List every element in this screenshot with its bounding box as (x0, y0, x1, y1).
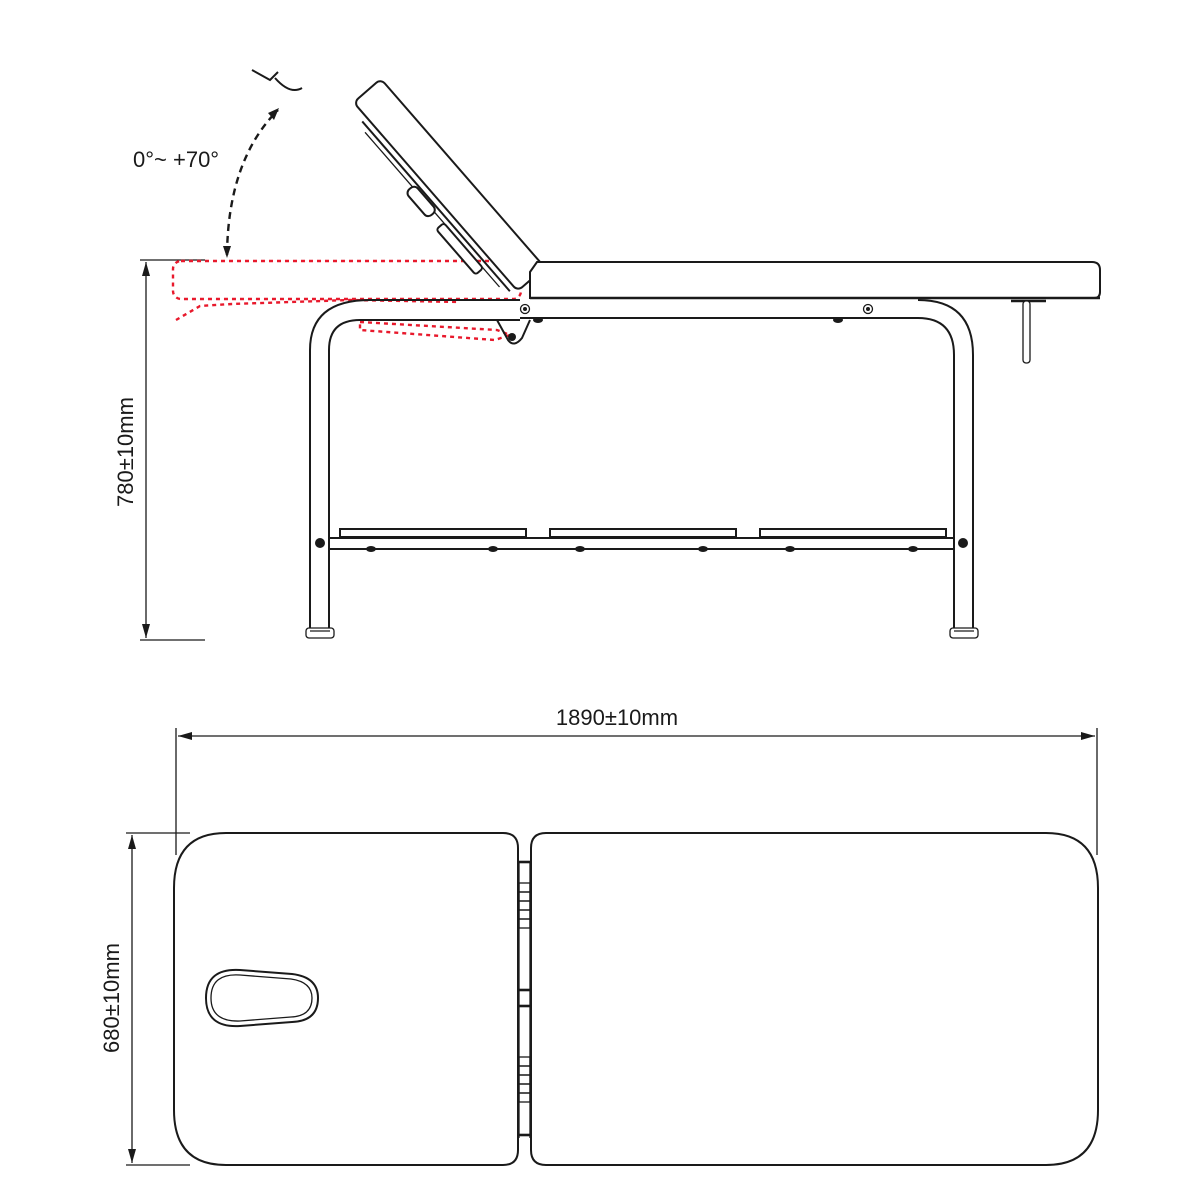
height-dimension: 780±10mm (113, 259, 205, 641)
hinge-strip (518, 860, 531, 1138)
height-label: 780±10mm (113, 397, 138, 507)
length-dimension: 1890±10mm (175, 705, 1098, 855)
main-pad-side (529, 261, 1101, 300)
right-leg (917, 299, 979, 639)
length-label: 1890±10mm (556, 705, 678, 730)
paper-holder (1011, 299, 1046, 364)
side-rail (360, 303, 918, 345)
body-section (530, 832, 1099, 1166)
angle-label: 0°~ +70° (133, 147, 219, 172)
side-view: 780±10mm 0°~ +70° (113, 69, 1101, 641)
width-label: 680±10mm (99, 943, 124, 1053)
release-handle (251, 69, 279, 82)
face-hole (204, 968, 320, 1028)
angle-indicator: 0°~ +70° (133, 108, 279, 258)
width-dimension: 680±10mm (99, 832, 190, 1166)
left-leg (305, 299, 520, 639)
lower-shelf (329, 528, 954, 552)
backrest-raised (355, 80, 544, 292)
head-section (173, 832, 519, 1166)
top-view: 1890±10mm 680±10mm (99, 705, 1099, 1166)
